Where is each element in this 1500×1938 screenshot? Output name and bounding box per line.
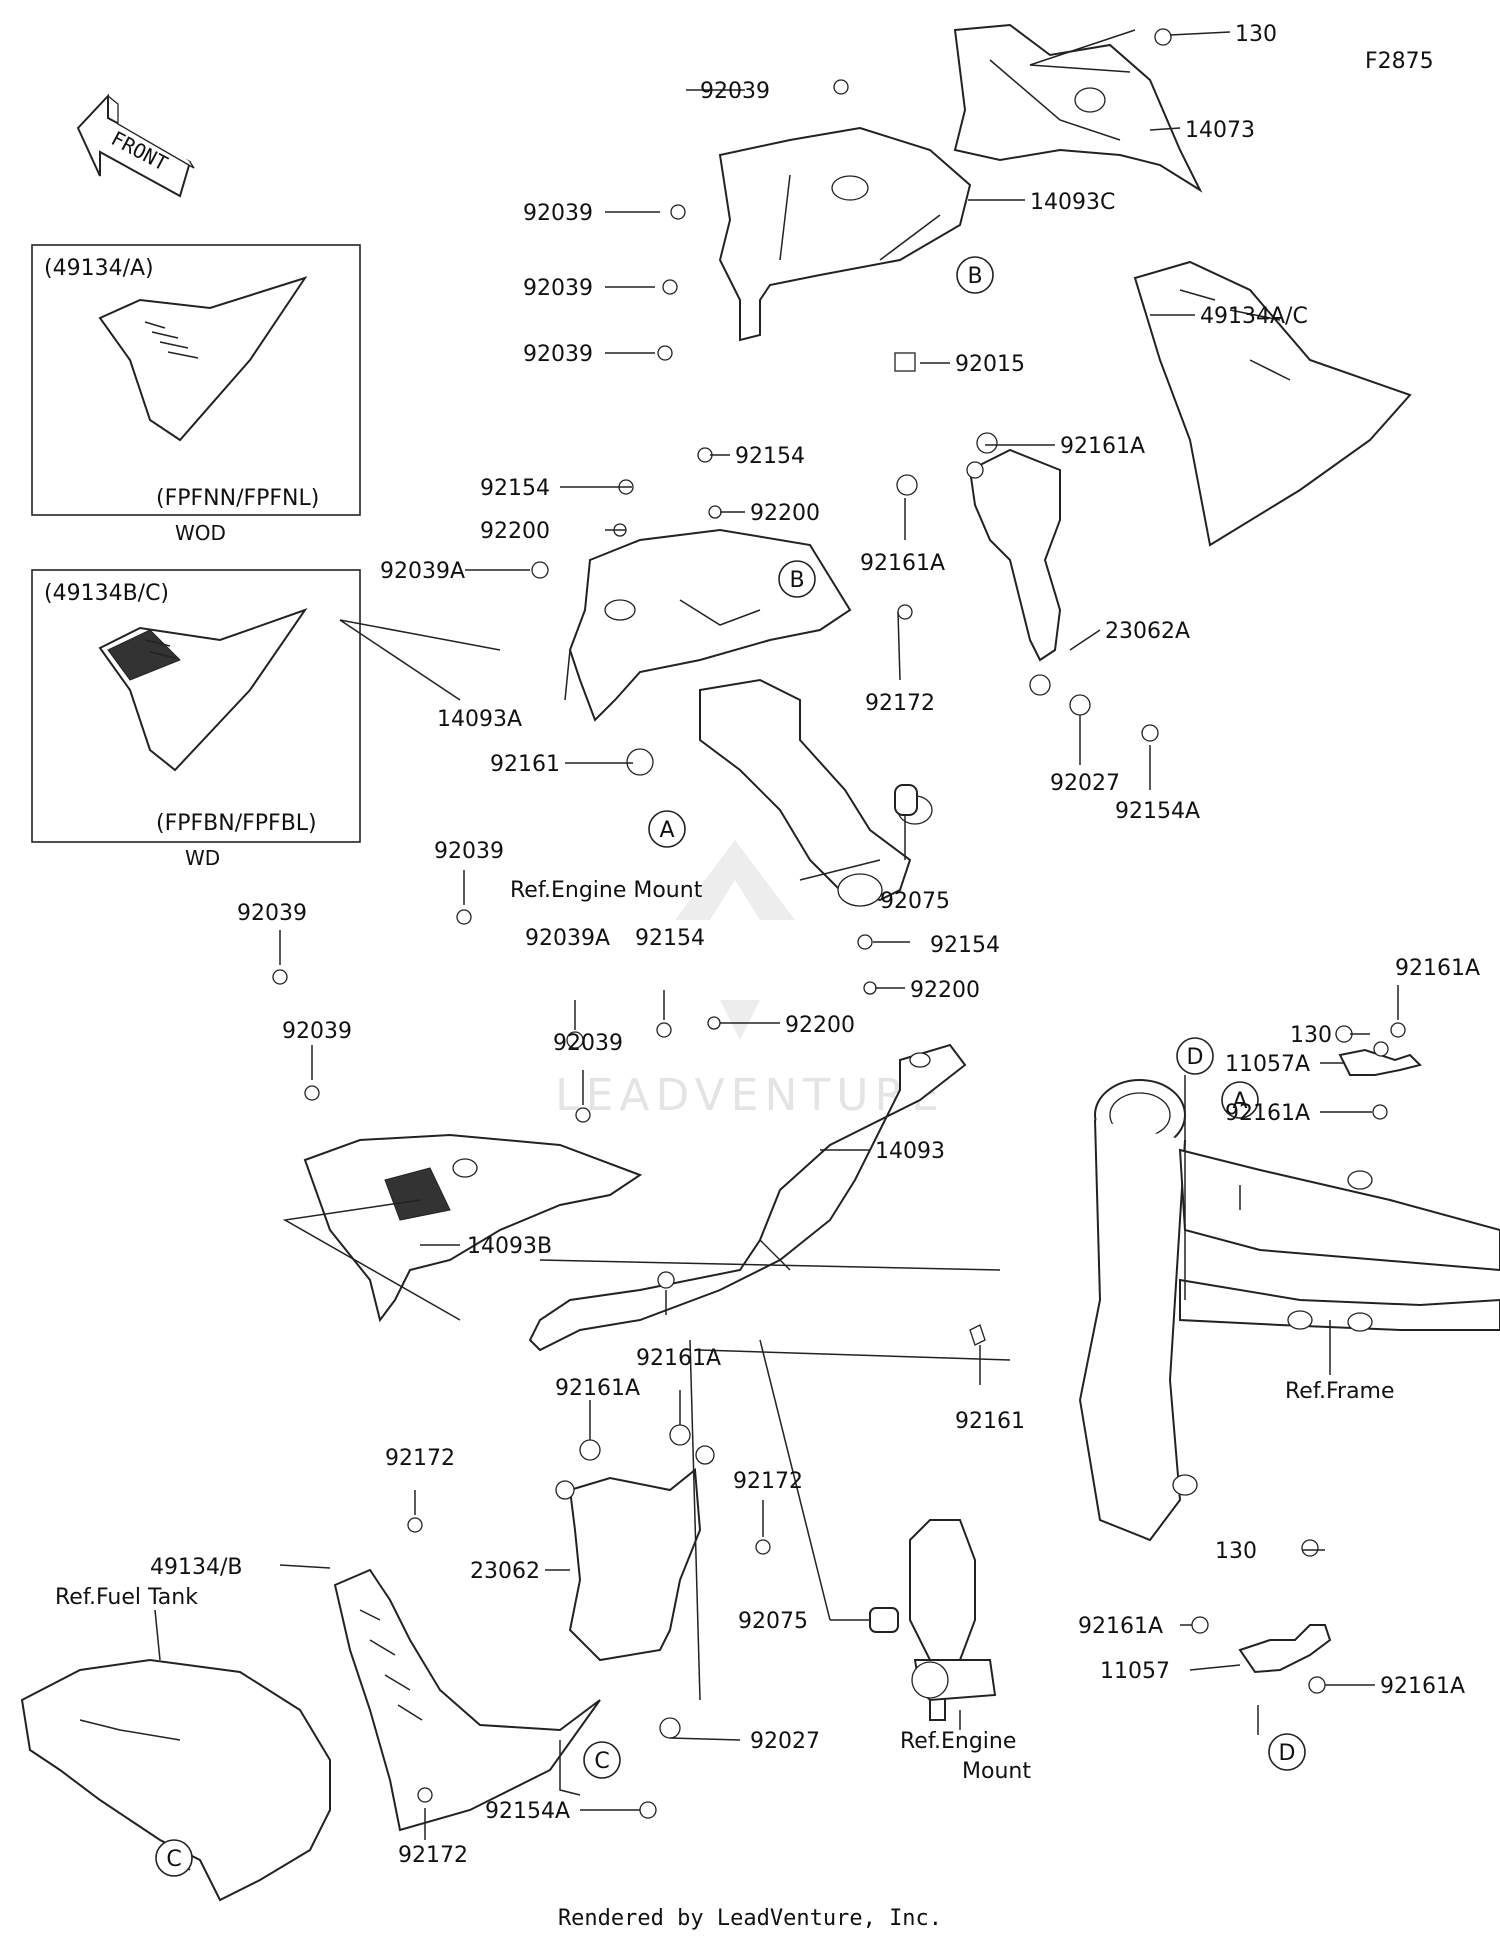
label-92161a-c: 92161A	[636, 1346, 721, 1371]
label-92039-d: 92039	[523, 342, 593, 367]
label-14093: 14093	[875, 1139, 945, 1164]
label-92200-d: 92200	[785, 1013, 855, 1038]
label-ref-frame: Ref.Frame	[1285, 1379, 1395, 1404]
diagram-code: F2875	[1365, 49, 1434, 74]
label-14093c: 14093C	[1030, 190, 1115, 215]
label-92200-c: 92200	[910, 978, 980, 1003]
label-23062a: 23062A	[1105, 619, 1190, 644]
part-92075-a	[894, 784, 918, 816]
label-23062: 23062	[470, 1559, 540, 1584]
inset-wd: (49134B/C) (FPFBN/FPFBL) WD	[31, 569, 361, 870]
ref-b-2: B	[789, 568, 804, 593]
fasteners	[272, 28, 1406, 1819]
inset-wod: (49134/A) (FPFNN/FPFNL) WOD	[31, 244, 361, 545]
label-92161-b: 92161	[955, 1409, 1025, 1434]
label-92154a-a: 92154A	[1115, 799, 1200, 824]
part-labels: 130 14073 14093C 92039 92039 92039 92039…	[55, 22, 1480, 1868]
ref-a-2: A	[1232, 1089, 1247, 1114]
engine-mount-2	[909, 1519, 997, 1721]
label-92161a-g: 92161A	[1078, 1614, 1163, 1639]
label-92039-f: 92039	[237, 901, 307, 926]
label-92039-top: 92039	[700, 79, 770, 104]
label-92039-h: 92039	[553, 1031, 623, 1056]
part-14073	[953, 23, 1203, 193]
label-92039-b: 92039	[523, 201, 593, 226]
label-92154-b: 92154	[480, 476, 550, 501]
label-92172-c: 92172	[733, 1469, 803, 1494]
label-92027-a: 92027	[1050, 771, 1120, 796]
label-92161a-f: 92161A	[1225, 1101, 1310, 1126]
front-arrow: FRONT	[76, 93, 195, 198]
label-92200-a: 92200	[750, 501, 820, 526]
inset-wd-model: (49134B/C)	[44, 581, 169, 606]
label-92039-c: 92039	[523, 276, 593, 301]
watermark: LEADVENTURE	[555, 840, 945, 1121]
label-92039a-a: 92039A	[380, 559, 465, 584]
label-92154-a: 92154	[735, 444, 805, 469]
label-92161-a: 92161	[490, 752, 560, 777]
fuel-tank-ref	[20, 1658, 331, 1902]
label-92027-b: 92027	[750, 1729, 820, 1754]
label-92015: 92015	[955, 352, 1025, 377]
label-92075-b: 92075	[738, 1609, 808, 1634]
label-14093b: 14093B	[467, 1234, 552, 1259]
label-92161a-b: 92161A	[860, 551, 945, 576]
inset-wod-model: (49134/A)	[44, 256, 154, 281]
ref-b-1: B	[967, 264, 982, 289]
label-130-bottom: 130	[1215, 1539, 1257, 1564]
label-ref-fuel-tank: Ref.Fuel Tank	[55, 1585, 198, 1610]
label-92161a-d: 92161A	[555, 1376, 640, 1401]
label-92200-b: 92200	[480, 519, 550, 544]
footer-credit: Rendered by LeadVenture, Inc.	[558, 1906, 942, 1931]
part-14093c	[718, 126, 972, 342]
label-92172-a: 92172	[865, 691, 935, 716]
label-11057: 11057	[1100, 1659, 1170, 1684]
label-92161a-e: 92161A	[1395, 956, 1480, 981]
label-92172-b: 92172	[385, 1446, 455, 1471]
watermark-text: LEADVENTURE	[555, 1070, 945, 1121]
label-92039-e: 92039	[434, 839, 504, 864]
label-92039-g: 92039	[282, 1019, 352, 1044]
label-92161a-a: 92161A	[1060, 434, 1145, 459]
inset-wd-variant: (FPFBN/FPFBL)	[156, 811, 317, 836]
ref-circles: B B A A D D C C	[155, 256, 1306, 1877]
part-14093b	[303, 1133, 643, 1323]
label-130-top: 130	[1235, 22, 1277, 47]
label-92161a-h: 92161A	[1380, 1674, 1465, 1699]
label-92172-d: 92172	[398, 1843, 468, 1868]
ref-d-1: D	[1187, 1045, 1204, 1070]
ref-a-1: A	[659, 818, 674, 843]
part-49134ac	[1133, 260, 1412, 547]
ref-c-1: C	[594, 1749, 609, 1774]
part-23062	[555, 1445, 715, 1662]
label-92154a-b: 92154A	[485, 1799, 570, 1824]
label-11057a: 11057A	[1225, 1052, 1310, 1077]
label-ref-mount-2: Mount	[962, 1759, 1031, 1784]
label-ref-engine-mount-1: Ref.Engine Mount	[510, 878, 703, 903]
part-49134b	[333, 1568, 601, 1832]
ref-d-2: D	[1279, 1741, 1296, 1766]
label-92039a-b: 92039A	[525, 926, 610, 951]
ref-c-2: C	[166, 1847, 181, 1872]
label-92154-d: 92154	[930, 933, 1000, 958]
inset-wd-caption: WD	[185, 846, 220, 870]
part-92075-b	[869, 1607, 899, 1633]
frame-ref	[1078, 1079, 1500, 1542]
inset-wod-caption: WOD	[175, 521, 226, 545]
side-cover-wod	[98, 276, 308, 442]
part-23062a	[966, 448, 1062, 696]
inset-wod-variant: (FPFNN/FPFNL)	[156, 486, 319, 511]
label-14093a: 14093A	[437, 707, 522, 732]
label-49134b: 49134/B	[150, 1555, 243, 1580]
engine-mount-1	[699, 678, 933, 907]
part-11057	[1238, 1624, 1332, 1674]
label-ref-engine-2: Ref.Engine	[900, 1729, 1016, 1754]
label-92075-a: 92075	[880, 889, 950, 914]
label-92154-c: 92154	[635, 926, 705, 951]
label-130-mid: 130	[1290, 1023, 1332, 1048]
label-49134ac: 49134A/C	[1200, 304, 1308, 329]
label-14073: 14073	[1185, 118, 1255, 143]
